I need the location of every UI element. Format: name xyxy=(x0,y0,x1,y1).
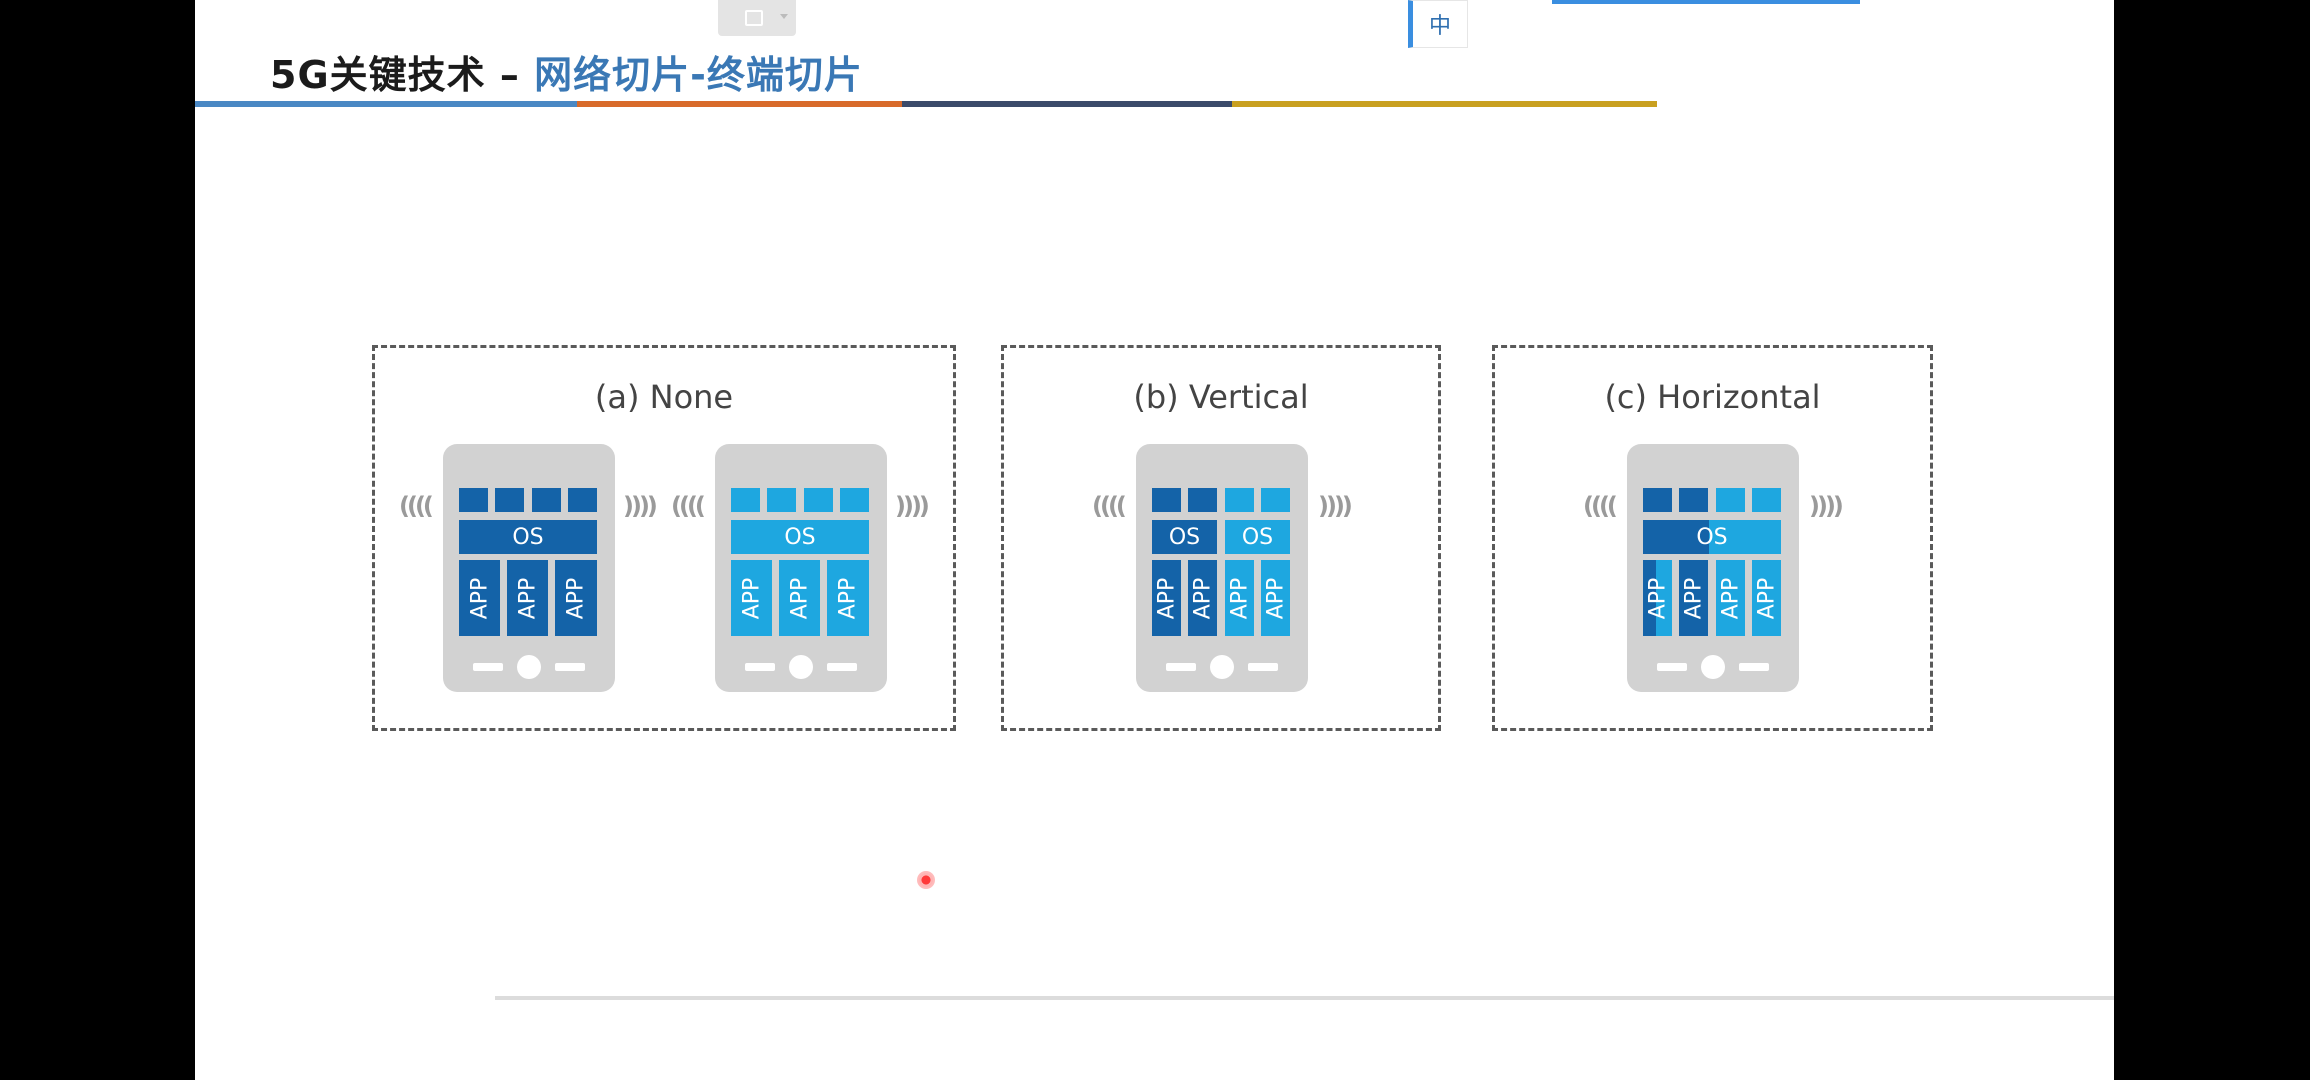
chevron-down-icon xyxy=(780,14,788,19)
slot xyxy=(495,488,524,512)
app-block: APP xyxy=(459,560,500,636)
menu-key xyxy=(555,663,585,671)
phone: OS APP APP APP APP xyxy=(1627,444,1799,692)
app-block: APP xyxy=(507,560,548,636)
screen-icon xyxy=(745,10,763,26)
phone: OS OS APP APP APP APP xyxy=(1136,444,1308,692)
signal-left-icon: (((( xyxy=(1092,492,1127,520)
slot xyxy=(767,488,796,512)
slot xyxy=(804,488,833,512)
laser-pointer xyxy=(917,871,935,889)
back-key xyxy=(473,663,503,671)
panel-title: (b) Vertical xyxy=(1133,378,1309,416)
back-key xyxy=(1166,663,1196,671)
app-block: APP xyxy=(1643,560,1672,636)
panel-title: (a) None xyxy=(594,378,734,416)
back-key xyxy=(745,663,775,671)
os-bar: OS xyxy=(1152,520,1217,554)
signal-left-icon: (((( xyxy=(399,492,434,520)
slide: 中 5G关键技术 – 网络切片-终端切片 (a) None (((( OS AP… xyxy=(195,0,2114,1080)
panel-none: (a) None (((( OS APP APP APP )))) (((( xyxy=(372,345,956,731)
phone-buttons xyxy=(1627,654,1799,679)
panel-title: (c) Horizontal xyxy=(1604,378,1821,416)
home-key xyxy=(1210,655,1234,679)
home-key xyxy=(789,655,813,679)
slot xyxy=(1716,488,1745,512)
phone: OS APP APP APP xyxy=(715,444,887,692)
signal-right-icon: )))) xyxy=(623,492,658,520)
title-band-gold xyxy=(1232,101,1657,107)
phone-screen: OS APP APP APP xyxy=(459,488,597,638)
signal-right-icon: )))) xyxy=(1809,492,1844,520)
app-block: APP xyxy=(1261,560,1290,636)
title-main: 5G关键技术 – xyxy=(270,53,535,97)
slot xyxy=(1188,488,1217,512)
title-band-navy xyxy=(902,101,1232,107)
app-block: APP xyxy=(1188,560,1217,636)
phone-screen: OS OS APP APP APP APP xyxy=(1152,488,1290,638)
slot xyxy=(459,488,488,512)
app-block: APP xyxy=(555,560,597,636)
app-block: APP xyxy=(779,560,820,636)
home-key xyxy=(1701,655,1725,679)
title-band-orange xyxy=(577,101,902,107)
signal-right-icon: )))) xyxy=(895,492,930,520)
app-block: APP xyxy=(1716,560,1745,636)
slot xyxy=(568,488,597,512)
app-block: APP xyxy=(731,560,772,636)
panel-vertical: (b) Vertical (((( OS OS APP APP APP APP … xyxy=(1001,345,1441,731)
panel-horizontal: (c) Horizontal (((( OS APP APP APP APP )… xyxy=(1492,345,1933,731)
slot xyxy=(840,488,869,512)
signal-left-icon: (((( xyxy=(671,492,706,520)
phone-screen: OS APP APP APP APP xyxy=(1643,488,1781,638)
menu-key xyxy=(1739,663,1769,671)
title-highlight: 网络切片-终端切片 xyxy=(534,53,863,97)
slot xyxy=(532,488,561,512)
slot xyxy=(1679,488,1708,512)
menu-key xyxy=(1248,663,1278,671)
ime-indicator[interactable]: 中 xyxy=(1408,0,1468,48)
os-bar: OS xyxy=(731,520,869,554)
menu-key xyxy=(827,663,857,671)
app-block: APP xyxy=(1152,560,1181,636)
slide-title: 5G关键技术 – 网络切片-终端切片 xyxy=(270,44,863,99)
phone-buttons xyxy=(715,654,887,679)
slot xyxy=(1752,488,1781,512)
signal-left-icon: (((( xyxy=(1583,492,1618,520)
back-key xyxy=(1657,663,1687,671)
slide-toolbar-widget[interactable] xyxy=(718,0,796,36)
bottom-divider xyxy=(495,996,2114,1000)
top-accent-strip xyxy=(1552,0,1860,4)
phone: OS APP APP APP xyxy=(443,444,615,692)
slot xyxy=(731,488,760,512)
os-bar: OS xyxy=(459,520,597,554)
phone-buttons xyxy=(443,654,615,679)
app-block: APP xyxy=(827,560,869,636)
signal-right-icon: )))) xyxy=(1318,492,1353,520)
os-bar: OS xyxy=(1643,520,1781,554)
slot xyxy=(1643,488,1672,512)
title-band-blue xyxy=(195,101,577,107)
home-key xyxy=(517,655,541,679)
slot xyxy=(1152,488,1181,512)
phone-screen: OS APP APP APP xyxy=(731,488,869,638)
app-block: APP xyxy=(1225,560,1254,636)
os-bar: OS xyxy=(1225,520,1290,554)
app-block: APP xyxy=(1752,560,1781,636)
app-block: APP xyxy=(1679,560,1708,636)
phone-buttons xyxy=(1136,654,1308,679)
slot xyxy=(1261,488,1290,512)
slot xyxy=(1225,488,1254,512)
